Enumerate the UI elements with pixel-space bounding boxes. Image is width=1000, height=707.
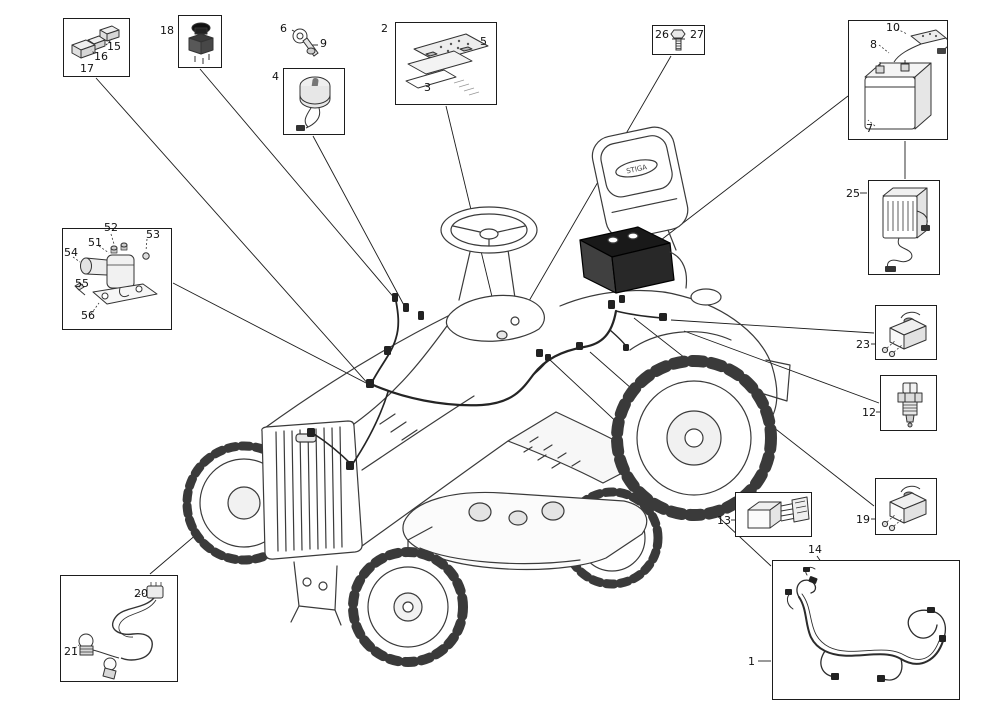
lamps-illustration: [74, 582, 164, 680]
relay-illustration: [747, 496, 810, 529]
tractor-line-art: STIGA: [182, 126, 791, 667]
part-label-17: 17: [80, 62, 94, 75]
battery-charger-illustration: [882, 187, 930, 272]
microswitch-illustration: [881, 485, 927, 532]
part-label-55: 55: [75, 277, 89, 290]
microswitch-illustration: [881, 311, 927, 358]
part-label-25: 25: [846, 187, 860, 200]
part-label-54: 54: [64, 246, 78, 259]
circuit-board-illustration: [405, 33, 489, 96]
box-ignition-switch-4: [283, 68, 345, 135]
part-label-14: 14: [808, 543, 822, 556]
box-bolt-26-27: [652, 25, 705, 55]
part-label-8: 8: [870, 38, 877, 51]
part-label-23: 23: [856, 338, 870, 351]
connectors-illustration: [71, 25, 120, 59]
part-label-51: 51: [88, 236, 102, 249]
part-label-10: 10: [886, 21, 900, 34]
part-label-21: 21: [64, 645, 78, 658]
box-connectors-15-16-17: [63, 18, 130, 77]
part-label-9: 9: [320, 37, 327, 50]
box-wiring-harness-1-14: [772, 560, 960, 700]
part-label-12: 12: [862, 406, 876, 419]
part-label-20: 20: [134, 587, 148, 600]
box-battery-charger-25: [868, 180, 940, 275]
harness-connectors: [307, 293, 667, 470]
part-label-7: 7: [866, 122, 873, 135]
part-label-13: 13: [717, 514, 731, 527]
switch-illustration: [188, 22, 214, 64]
part-label-1: 1: [748, 655, 755, 668]
part-label-3: 3: [424, 81, 431, 94]
ignition-switch-illustration: [296, 76, 331, 131]
box-solenoid-51-56: [62, 228, 172, 330]
part-label-6: 6: [280, 22, 287, 35]
box-circuit-board-2-3-5: [395, 22, 497, 105]
box-relay-13: [735, 492, 812, 537]
part-label-56: 56: [81, 309, 95, 322]
part-label-5: 5: [480, 35, 487, 48]
part-label-2: 2: [381, 22, 388, 35]
box-switch-18: [178, 15, 222, 68]
box-microswitch-19: [875, 478, 937, 535]
sensor-illustration: [897, 382, 923, 428]
wiring-harness-illustration: [785, 566, 946, 682]
key-illustration-6-9: [292, 28, 319, 57]
box-battery-7-8-10: [848, 20, 949, 140]
part-label-53: 53: [146, 228, 160, 241]
part-label-15: 15: [107, 40, 121, 53]
box-microswitch-23: [875, 305, 937, 360]
part-label-26: 26: [655, 28, 669, 41]
part-label-16: 16: [94, 50, 108, 63]
solenoid-illustration: [72, 233, 158, 315]
box-sensor-12: [880, 375, 937, 431]
part-label-27: 27: [690, 28, 704, 41]
battery-illustration: [864, 28, 949, 130]
part-label-18: 18: [160, 24, 174, 37]
part-label-4: 4: [272, 70, 279, 83]
part-label-19: 19: [856, 513, 870, 526]
part-label-52: 52: [104, 221, 118, 234]
bolt-illustration: [670, 29, 686, 51]
box-lamps-20-21: [60, 575, 178, 682]
